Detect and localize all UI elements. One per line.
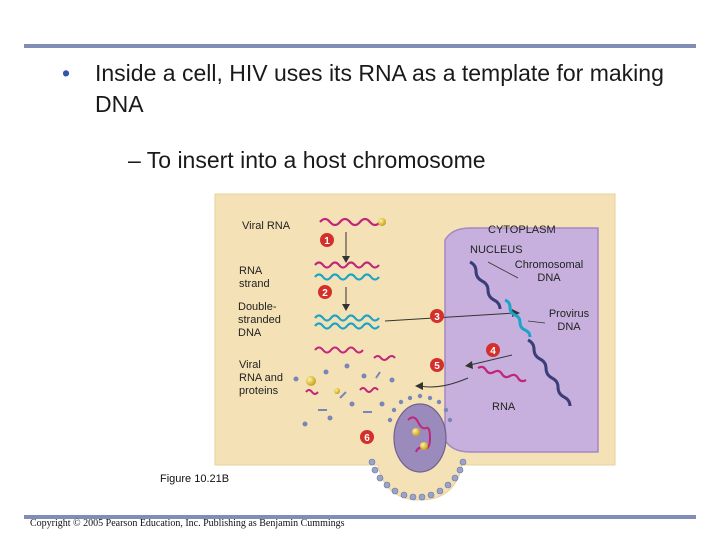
step-number-1: 1 <box>324 236 330 247</box>
nucleus <box>444 227 599 453</box>
dna-strand-wave <box>314 273 380 281</box>
step-marker-6 <box>360 430 374 444</box>
label-chromosomal-dna: Chromosomal DNA <box>514 259 584 284</box>
step-markers <box>318 233 500 444</box>
provirus-pointer <box>527 320 546 324</box>
cell-membrane <box>368 458 467 501</box>
chromosome-upper <box>469 260 502 310</box>
viral-components <box>293 346 396 427</box>
step-marker-5 <box>430 358 444 372</box>
step-number-6: 6 <box>364 433 370 444</box>
label-provirus-dna: Provirus DNA <box>548 308 590 333</box>
label-rna: RNA <box>492 401 516 413</box>
label-cytoplasm: CYTOPLASM <box>488 224 556 236</box>
budding-virion <box>387 393 453 473</box>
label-viral-rna: Viral RNA <box>242 220 291 232</box>
figure-caption: Figure 10.21B <box>160 473 230 485</box>
arrow-step-4 <box>469 354 513 366</box>
bottom-rule <box>24 515 696 519</box>
step-number-5: 5 <box>434 361 440 372</box>
step-marker-2 <box>318 285 332 299</box>
bullet-1: • Inside a cell, HIV uses its RNA as a t… <box>62 58 702 120</box>
label-double-stranded-dna: Double-stranded DNA <box>238 301 281 339</box>
label-rna-strand: RNA strand <box>239 265 270 290</box>
copyright-notice: Copyright © 2005 Pearson Education, Inc.… <box>30 518 345 529</box>
nucleus-rna-strand <box>477 365 527 383</box>
rna-strand-wave <box>314 261 380 269</box>
chromosomal-dna-pointer <box>487 261 519 279</box>
step-number-3: 3 <box>434 312 440 323</box>
bullet-1-text: Inside a cell, HIV uses its RNA as a tem… <box>95 60 664 117</box>
ds-dna-wave-a <box>314 314 380 322</box>
step-number-4: 4 <box>490 346 496 357</box>
label-nucleus: NUCLEUS <box>470 244 523 256</box>
step-marker-3 <box>430 309 444 323</box>
viral-rna-cap <box>378 218 386 226</box>
chromosome-lower <box>527 338 572 407</box>
arrow-step-5 <box>419 377 469 388</box>
arrow-step-3 <box>384 312 516 322</box>
bullet-2-text: – To insert into a host chromosome <box>128 147 486 173</box>
provirus-dna <box>504 298 532 338</box>
step-number-2: 2 <box>322 288 328 299</box>
label-viral-rna-proteins: Viral RNA and proteins <box>239 359 284 397</box>
viral-rna-strand <box>319 217 381 227</box>
ds-dna-wave-b <box>314 322 380 330</box>
step-marker-1 <box>320 233 334 247</box>
top-rule <box>24 44 696 48</box>
step-numbers: 1 2 3 4 5 6 <box>322 236 496 444</box>
step-marker-4 <box>486 343 500 357</box>
bullet-marker: • <box>62 60 71 86</box>
